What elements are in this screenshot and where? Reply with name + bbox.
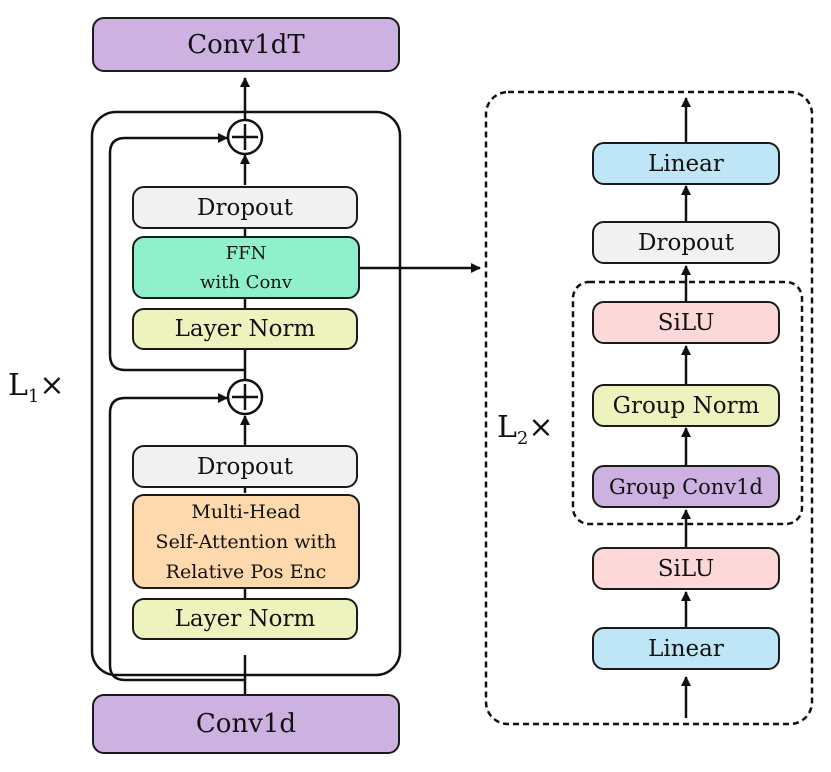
l1-repeat-label: L1× <box>8 368 65 407</box>
silu-bottom-block: SiLU <box>592 547 780 590</box>
ffn-layer-norm-block: Layer Norm <box>132 308 358 350</box>
silu-inner-block: SiLU <box>592 301 780 344</box>
ffn-detail-container <box>484 90 814 726</box>
l1-letter: L <box>8 368 28 403</box>
residual-add-icon <box>226 118 264 156</box>
conv1d-block: Conv1d <box>92 694 400 754</box>
attn-dropout-block: Dropout <box>132 445 358 488</box>
ffn-dropout-block: Dropout <box>132 186 358 229</box>
dropout-right-block: Dropout <box>592 221 780 264</box>
l2-repeat-label: L2× <box>497 410 554 449</box>
l2-times: × <box>528 410 554 445</box>
linear-top-block: Linear <box>592 142 780 185</box>
multi-head-attention-block: Multi-Head Self-Attention with Relative … <box>132 494 360 589</box>
l2-sub: 2 <box>516 428 529 449</box>
l1-sub: 1 <box>27 386 40 407</box>
group-conv-repeat-container <box>571 280 804 526</box>
group-norm-block: Group Norm <box>592 384 780 427</box>
linear-bottom-block: Linear <box>592 627 780 670</box>
ffn-with-conv-block: FFN with Conv <box>132 236 360 299</box>
l2-letter: L <box>497 410 517 445</box>
conv1dt-block: Conv1dT <box>92 17 400 72</box>
group-conv1d-block: Group Conv1d <box>592 465 780 508</box>
attn-layer-norm-block: Layer Norm <box>132 598 358 640</box>
residual-add-icon <box>226 378 264 416</box>
l1-times: × <box>39 368 65 403</box>
